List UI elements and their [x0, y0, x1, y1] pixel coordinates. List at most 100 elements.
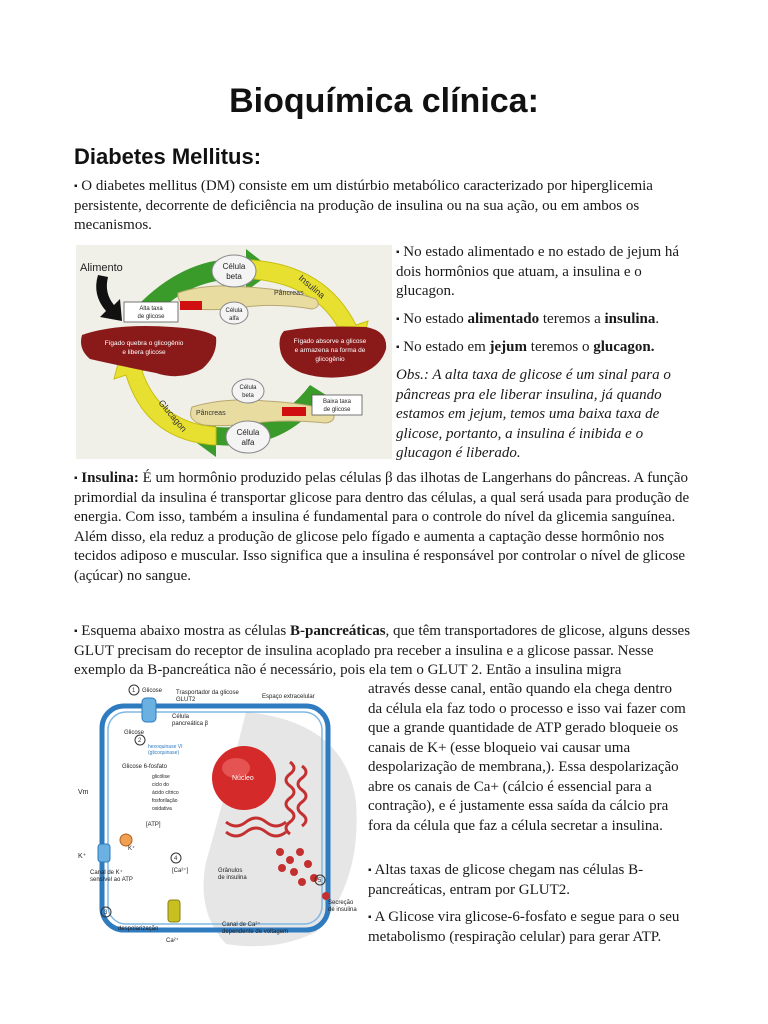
insulin-granules	[276, 848, 330, 900]
step-2: 2	[138, 738, 142, 744]
bullet-icon: ▪	[396, 342, 400, 353]
right-para-1: ▪ No estado alimentado e no estado de je…	[396, 243, 696, 302]
insulin-glucagon-figure: Alimento Célula beta Pâncreas Insulina A…	[76, 245, 392, 459]
label-pancreas-top: Pâncreas	[274, 290, 304, 297]
red-block-top	[180, 301, 202, 310]
label-glic-5: oxidativa	[152, 806, 172, 812]
high-glucose-box	[123, 301, 179, 323]
label-figado-absorve-2: e armazena na forma de	[295, 347, 366, 354]
alpha-cell-small	[219, 301, 249, 325]
label-alfa-2: alfa	[242, 438, 255, 447]
label-figado-absorve-1: Fígado absorve a glicose	[294, 338, 367, 345]
bottom-bullet-2-text: A Glicose vira glicose-6-fosfato e segue…	[368, 909, 680, 945]
bottom-green-arrow	[186, 385, 326, 457]
label-transportador-1: Trasportador da glicose	[176, 690, 239, 696]
label-hexo-1: hexoquinase VI	[148, 744, 182, 750]
label-ca-out: Ca²⁺	[166, 937, 179, 944]
label-alfa-small-1: Célula	[225, 308, 243, 314]
k-channel	[97, 843, 111, 863]
label-beta-2: beta	[226, 272, 242, 281]
beta-cell-diagram: 1 2 3 4 5 Glicose Trasportador da glicos…	[76, 682, 362, 952]
label-celula-1: Célula	[172, 714, 190, 720]
alpha-cell-bottom	[225, 420, 271, 454]
label-celula-2: pancreática β	[172, 721, 209, 727]
esquema-cont-text: através desse canal, então quando ela ch…	[368, 681, 686, 834]
k-ion-icon	[119, 833, 133, 847]
liver-right	[279, 326, 387, 378]
label-canal-k-1: Canal de K⁺	[90, 869, 123, 876]
p2-bold-insulina: insulina	[604, 311, 656, 327]
bullet-icon: ▪	[74, 473, 78, 484]
page-title: Bioquímica clínica:	[229, 82, 539, 120]
step-3: 3	[104, 910, 108, 916]
label-glic-3: ácido cítrico	[152, 790, 179, 796]
step-4: 4	[174, 856, 178, 862]
label-glicose-in: Glicose	[124, 730, 145, 736]
bullet-icon: ▪	[74, 626, 78, 637]
bottom-bullet-2: ▪ A Glicose vira glicose-6-fosfato e seg…	[368, 908, 692, 947]
label-vm: Vm	[78, 789, 89, 796]
obs-text: Obs.: A alta taxa de glicose é um sinal …	[396, 367, 671, 461]
bullet-icon: ▪	[368, 912, 372, 923]
p2-pre: No estado	[403, 311, 468, 327]
beta-cell-figure: 1 2 3 4 5 Glicose Trasportador da glicos…	[76, 682, 362, 952]
red-block-bottom	[282, 407, 306, 416]
er-fold-2	[296, 764, 308, 828]
label-canal-k-2: sensível ao ATP	[90, 877, 133, 883]
pancreas-bottom-shape	[190, 399, 335, 427]
food-arrow	[96, 275, 122, 321]
low-glucose-box	[311, 394, 363, 416]
label-transportador-2: GLUT2	[176, 697, 196, 703]
label-figado-quebra-2: e libera glicose	[122, 349, 166, 356]
label-alimento: Alimento	[80, 262, 123, 274]
insulina-paragraph: ▪ Insulina: É um hormônio produzido pela…	[74, 469, 694, 586]
insulina-label: Insulina:	[81, 470, 139, 486]
beta-cell-small	[231, 378, 265, 404]
cell-membrane	[99, 703, 331, 933]
label-glic-1: glicólise	[152, 774, 170, 780]
right-para-1-text: No estado alimentado e no estado de jeju…	[396, 244, 680, 299]
label-k-out: K⁺	[78, 853, 87, 860]
label-secrecao-1: Secreção	[328, 900, 354, 906]
p2-end: .	[655, 311, 660, 327]
bullet-icon: ▪	[396, 247, 400, 258]
cell-labels: Glicose Trasportador da glicose GLUT2 Es…	[78, 688, 357, 944]
ca-channel	[167, 899, 181, 923]
bullet-icon: ▪	[368, 865, 372, 876]
label-pancreas-bottom: Pâncreas	[196, 410, 226, 417]
right-para-3: ▪ No estado em jejum teremos o glucagon.	[396, 338, 696, 358]
label-despol: despolarização	[118, 926, 159, 932]
golgi-2	[225, 826, 287, 838]
golgi-1	[225, 816, 287, 828]
p3-bold-jejum: jejum	[489, 339, 528, 355]
p2-mid: teremos a	[539, 311, 605, 327]
label-alfa-small-2: alfa	[229, 316, 239, 322]
label-figado-absorve-3: glicogênio	[315, 356, 345, 363]
label-alfa-1: Célula	[237, 428, 260, 437]
esquema-bold: B-pancreáticas	[289, 623, 386, 639]
obs-paragraph: Obs.: A alta taxa de glicose é um sinal …	[396, 366, 696, 464]
label-g6p: Glicose 6-fosfato	[122, 764, 168, 770]
bullet-icon: ▪	[74, 181, 78, 192]
label-granulos-1: Grânulos	[218, 868, 242, 874]
label-beta-small-1: Célula	[239, 385, 257, 391]
label-secrecao-2: de insulina	[328, 907, 357, 913]
label-k-channel: K⁺	[128, 845, 135, 852]
label-glicose-top: Glicose	[142, 688, 163, 694]
step-number-labels: 1 2 3 4 5	[104, 688, 322, 916]
p3-mid: teremos o	[527, 339, 594, 355]
insulin-glucagon-diagram: Alimento Célula beta Pâncreas Insulina A…	[76, 245, 392, 459]
right-para-2: ▪ No estado alimentado teremos a insulin…	[396, 310, 696, 330]
label-nucleo: Núcleo	[232, 775, 254, 782]
label-espaco: Espaço extracelular	[262, 694, 315, 700]
label-canal-ca-1: Canal de Ca²⁺	[222, 921, 261, 928]
bullet-icon: ▪	[396, 314, 400, 325]
step-5: 5	[318, 878, 322, 884]
label-beta-1: Célula	[223, 262, 246, 271]
section-title: Diabetes Mellitus:	[74, 144, 262, 169]
cell-membrane-inner	[107, 711, 323, 925]
label-granulos-2: de insulina	[218, 875, 247, 881]
bottom-bullet-1-text: Altas taxas de glicose chegam nas célula…	[368, 862, 644, 898]
p2-bold-alimentado: alimentado	[467, 311, 540, 327]
